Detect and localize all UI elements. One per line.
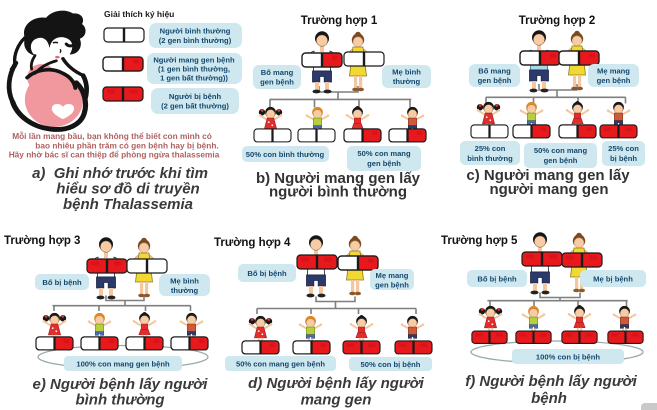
svg-text:(1 gen bình thường,: (1 gen bình thường, — [158, 65, 230, 74]
svg-text:gen bệnh: gen bệnh — [544, 156, 578, 165]
svg-text:Người bị bệnh: Người bị bệnh — [169, 92, 222, 101]
svg-text:Trường hợp 5: Trường hợp 5 — [441, 235, 518, 247]
svg-text:bình thường: bình thường — [75, 392, 164, 409]
svg-text:25% con: 25% con — [475, 144, 506, 153]
svg-text:e) Người bệnh lấy người: e) Người bệnh lấy người — [33, 376, 209, 393]
svg-text:thường: thường — [171, 286, 199, 295]
svg-text:mang gen: mang gen — [301, 392, 372, 409]
svg-text:người mang gen: người mang gen — [489, 181, 608, 198]
svg-text:a) Ghi nhớ trước khi tìm: a) Ghi nhớ trước khi tìm — [32, 165, 208, 182]
svg-text:Bố bị bệnh: Bố bị bệnh — [42, 278, 82, 287]
svg-text:người bình thường: người bình thường — [269, 184, 407, 201]
svg-text:(2 gen bình thường): (2 gen bình thường) — [159, 36, 232, 45]
svg-text:1 gen bất thường)): 1 gen bất thường)) — [160, 74, 228, 83]
svg-text:50% con mang: 50% con mang — [534, 146, 588, 155]
svg-text:Giải thích ký hiệu: Giải thích ký hiệu — [104, 9, 174, 19]
svg-text:50% con bình thường: 50% con bình thường — [246, 150, 325, 159]
svg-text:Bố bị bệnh: Bố bị bệnh — [477, 275, 517, 284]
svg-text:Trường hợp 4: Trường hợp 4 — [214, 237, 291, 249]
svg-text:Bố mang: Bố mang — [478, 67, 511, 76]
svg-text:(2 gen bất thường): (2 gen bất thường) — [161, 102, 229, 111]
svg-text:c) Người mang gen lấy: c) Người mang gen lấy — [466, 167, 630, 184]
svg-text:50% con mang: 50% con mang — [357, 149, 411, 158]
svg-text:gen bệnh: gen bệnh — [375, 281, 409, 290]
svg-text:100% con bị bệnh: 100% con bị bệnh — [536, 353, 601, 362]
svg-text:gen bệnh: gen bệnh — [478, 76, 512, 85]
svg-text:gen bệnh: gen bệnh — [260, 78, 294, 87]
svg-text:Mẹ bị bệnh: Mẹ bị bệnh — [593, 275, 633, 284]
svg-text:Trường hợp 3: Trường hợp 3 — [4, 235, 80, 247]
svg-text:hiểu sơ đồ di truyền: hiểu sơ đồ di truyền — [56, 181, 199, 198]
svg-text:Hãy nhờ bác sĩ can thiệp để ph: Hãy nhờ bác sĩ can thiệp để phòng ngừa t… — [9, 150, 220, 160]
svg-text:100% con mang gen bệnh: 100% con mang gen bệnh — [76, 360, 170, 369]
svg-text:b) Người mang gen lấy: b) Người mang gen lấy — [256, 170, 421, 187]
svg-text:Trường hợp 2: Trường hợp 2 — [519, 15, 595, 27]
svg-text:bình thường: bình thường — [467, 154, 513, 163]
svg-text:Trường hợp 1: Trường hợp 1 — [301, 15, 378, 27]
svg-text:50% con mang gen bệnh: 50% con mang gen bệnh — [236, 360, 325, 369]
svg-text:bệnh Thalassemia: bệnh Thalassemia — [63, 196, 193, 213]
svg-text:gen bệnh: gen bệnh — [367, 159, 401, 168]
svg-text:Mẹ mang: Mẹ mang — [376, 271, 409, 280]
svg-text:Bố bị bệnh: Bố bị bệnh — [247, 269, 287, 278]
svg-text:Mẹ mang: Mẹ mang — [597, 67, 630, 76]
svg-text:thường: thường — [393, 77, 421, 86]
svg-text:Bố mang: Bố mang — [261, 68, 294, 77]
svg-text:f) Người bệnh lấy người: f) Người bệnh lấy người — [465, 373, 637, 390]
svg-text:d) Người bệnh lấy người: d) Người bệnh lấy người — [248, 375, 425, 392]
svg-text:Mẹ bình: Mẹ bình — [392, 68, 421, 77]
svg-text:bị bệnh: bị bệnh — [610, 154, 637, 163]
svg-text:25% con: 25% con — [608, 144, 639, 153]
svg-text:Mẹ bình: Mẹ bình — [170, 277, 199, 286]
svg-text:Người mang gen bệnh: Người mang gen bệnh — [153, 56, 235, 65]
svg-text:Mỗi lần mang bầu, bạn không th: Mỗi lần mang bầu, bạn không thể biết con… — [12, 131, 212, 141]
svg-text:bệnh: bệnh — [531, 390, 567, 407]
svg-text:50% con bị bệnh: 50% con bị bệnh — [361, 360, 421, 369]
svg-text:Người bình thường: Người bình thường — [160, 27, 231, 36]
svg-text:bao nhiêu phần trăm có gen bện: bao nhiêu phần trăm có gen bệnh hay bị b… — [35, 140, 218, 150]
svg-text:gen bệnh: gen bệnh — [597, 76, 631, 85]
